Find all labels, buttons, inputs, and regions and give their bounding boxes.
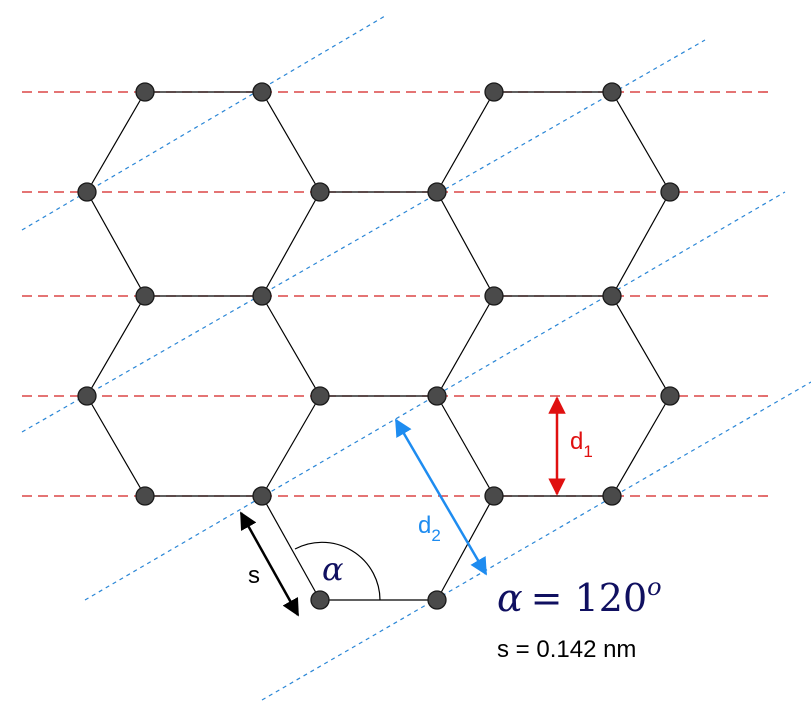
carbon-bond xyxy=(261,91,321,193)
carbon-bond xyxy=(86,91,146,193)
carbon-atom xyxy=(602,486,622,506)
alpha-label: α xyxy=(322,550,344,588)
carbon-bonds xyxy=(86,91,671,601)
carbon-bond xyxy=(261,395,321,497)
carbon-atom xyxy=(252,486,272,506)
diagonal-guide-line xyxy=(84,191,786,601)
carbon-atom xyxy=(135,286,155,306)
carbon-bond xyxy=(86,295,146,397)
carbon-atom xyxy=(484,286,504,306)
carbon-bond xyxy=(436,91,495,193)
s-arrow xyxy=(239,511,300,617)
carbon-atom xyxy=(602,82,622,102)
carbon-bond xyxy=(611,395,671,497)
horizontal-lattice-plane-guides xyxy=(22,91,768,497)
d2-label: d2 xyxy=(418,512,441,545)
carbon-bond xyxy=(611,295,671,397)
carbon-bond xyxy=(86,395,146,497)
carbon-bond xyxy=(611,191,671,297)
d1-label: d1 xyxy=(570,428,593,461)
d2-arrow xyxy=(394,418,488,576)
carbon-atom xyxy=(660,386,680,406)
diagonal-guide-line xyxy=(21,15,386,231)
carbon-bond xyxy=(261,295,321,397)
alpha-equation: α= 120o xyxy=(497,573,662,620)
s-label: s xyxy=(248,562,260,589)
carbon-atom xyxy=(427,590,447,610)
carbon-atoms xyxy=(77,82,680,610)
carbon-atom xyxy=(252,286,272,306)
bond-length-text: s = 0.142 nm xyxy=(497,636,636,663)
carbon-atom xyxy=(427,386,447,406)
carbon-atom xyxy=(427,182,447,202)
carbon-atom xyxy=(602,286,622,306)
alpha-angle-arc xyxy=(294,541,381,601)
carbon-bond xyxy=(86,191,146,297)
carbon-atom xyxy=(77,182,97,202)
carbon-atom xyxy=(484,486,504,506)
carbon-atom xyxy=(310,182,330,202)
carbon-atom xyxy=(310,590,330,610)
carbon-bond xyxy=(611,91,671,193)
diagonal-guide-line xyxy=(261,381,811,701)
carbon-bond xyxy=(436,295,495,397)
carbon-atom xyxy=(135,82,155,102)
carbon-atom xyxy=(77,386,97,406)
carbon-atom xyxy=(135,486,155,506)
carbon-atom xyxy=(252,82,272,102)
carbon-bond xyxy=(436,395,495,497)
diagonal-lattice-plane-guides xyxy=(21,15,811,701)
carbon-bond xyxy=(261,191,321,297)
carbon-bond xyxy=(261,495,321,601)
carbon-atom xyxy=(310,386,330,406)
carbon-atom xyxy=(484,82,504,102)
carbon-atom xyxy=(660,182,680,202)
diagonal-guide-line xyxy=(21,39,706,433)
carbon-bond xyxy=(436,191,495,297)
carbon-bond xyxy=(436,495,495,601)
